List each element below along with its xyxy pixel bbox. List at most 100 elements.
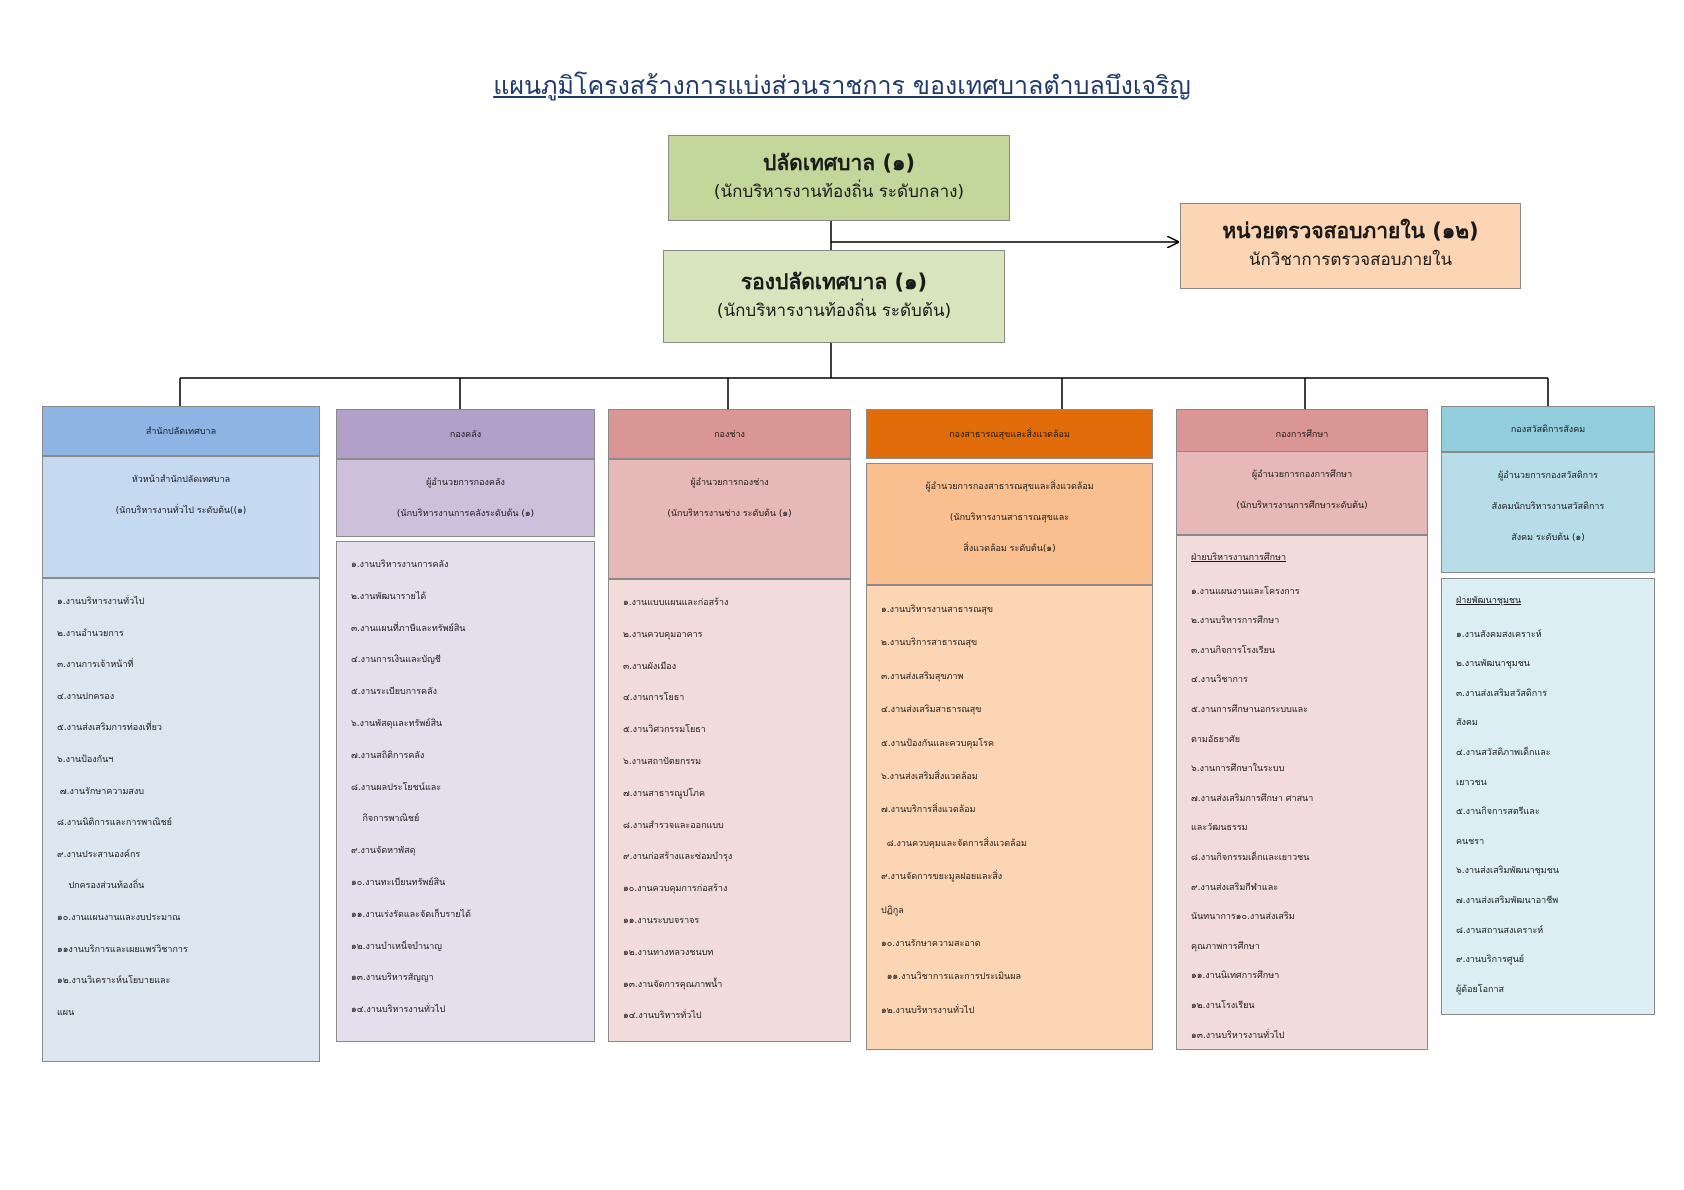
department-task-list: ฝ่ายบริหารงานการศึกษา๑.งานแผนงานและโครงก… — [1176, 535, 1428, 1050]
task-item: ๓.งานแผนที่ภาษีและทรัพย์สิน — [351, 623, 466, 634]
task-item: ๙.งานบริการศูนย์ — [1456, 955, 1525, 966]
task-item: ๑๑.งานระบบจราจร — [623, 915, 700, 926]
task-item: ๕.งานส่งเสริมการท่องเที่ยว — [57, 723, 162, 734]
task-item: กิจการพาณิชย์ — [351, 814, 420, 825]
municipal-clerk-title: ปลัดเทศบาล (๑) — [762, 151, 915, 175]
department-task-list: ๑.งานแบบแผนและก่อสร้าง๒.งานควบคุมอาคาร๓.… — [608, 579, 851, 1042]
task-item: ๑๔.งานบริหารงานทั่วไป — [351, 1005, 446, 1016]
department-task-list: ฝ่ายพัฒนาชุมชน๑.งานสังคมสงเคราะห์๒.งานพั… — [1441, 578, 1655, 1015]
task-item: ๗.งานสาธารณูปโภค — [623, 788, 706, 799]
task-item: ๓.งานผังเมือง — [623, 661, 677, 672]
task-item: ๒.งานควบคุมอาคาร — [623, 629, 703, 640]
task-item: ๓.งานส่งเสริมสวัสดิการ — [1456, 688, 1548, 699]
task-item: ๖.งานการศึกษาในระบบ — [1191, 764, 1285, 775]
task-item: ๙.งานก่อสร้างและซ่อมบำรุง — [623, 852, 733, 863]
task-item: ๗.งานส่งเสริมการศึกษา ศาสนา — [1191, 793, 1314, 804]
department-header: กองสวัสดิการสังคม — [1441, 406, 1655, 452]
department-manager-line: (นักบริหารงานการคลังระดับต้น (๑) — [396, 509, 535, 519]
task-item: ๖.งานป้องกันฯ — [57, 754, 114, 765]
department-manager-box: ผู้อำนวยการกองการศึกษา(นักบริหารงานการศึ… — [1176, 451, 1428, 535]
task-item: ๒.งานบริการสาธารณสุข — [881, 638, 978, 649]
task-item: ๑.งานบริหารงานทั่วไป — [57, 597, 145, 607]
department-manager-line: สังคมนักบริหารงานสวัสดิการ — [1491, 502, 1605, 512]
task-item: ๒.งานพัฒนารายได้ — [351, 591, 427, 602]
deputy-clerk-title: รองปลัดเทศบาล (๑) — [740, 270, 928, 294]
chart-title: แผนภูมิโครงสร้างการแบ่งส่วนราชการ ของเทศ… — [493, 71, 1191, 100]
deputy-clerk-subtitle: (นักบริหารงานท้องถิ่น ระดับต้น) — [716, 301, 952, 321]
department-manager-box: ผู้อำนวยการกองสาธารณสุขและสิ่งแวดล้อม (นั… — [866, 463, 1153, 585]
task-item: ปกครองส่วนท้องถิ่น — [57, 881, 145, 892]
task-item: ๕.งานระเบียบการคลัง — [351, 687, 437, 698]
task-item: ๔.งานสวัสดิภาพเด็กและ — [1456, 747, 1551, 758]
department-header: กองช่าง — [608, 409, 851, 459]
task-item: ๑.งานบริหารงานสาธารณสุข — [881, 605, 994, 615]
task-item: ๓.งานกิจการโรงเรียน — [1191, 645, 1276, 656]
department-manager-line: ผู้อำนวยการกองสาธารณสุขและสิ่งแวดล้อม — [925, 482, 1094, 492]
task-item: ๗.งานรักษาความสงบ — [57, 786, 145, 797]
task-item: ๓.งานส่งเสริมสุขภาพ — [881, 671, 964, 682]
task-item: ๘.งานนิติการและการพาณิชย์ — [57, 818, 172, 829]
department-manager-line: ผู้อำนวยการกองสวัสดิการ — [1497, 471, 1599, 481]
task-item: ๙.งานจัดการขยะมูลฝอยและสิ่ง — [881, 872, 1003, 883]
task-item: ๗.งานส่งเสริมพัฒนาอาชีพ — [1456, 895, 1559, 906]
department-manager-box: ผู้อำนวยการกองสวัสดิการสังคมนักบริหารงาน… — [1441, 452, 1655, 573]
task-item: ๘.งานสำรวจและออกแบบ — [623, 820, 724, 831]
department-manager-line: สิ่งแวดล้อม ระดับต้น(๑) — [963, 544, 1056, 554]
department-manager-line: (นักบริหารงานการศึกษาระดับต้น) — [1236, 501, 1368, 511]
task-item: ๒.งานอำนวยการ — [57, 628, 124, 639]
task-item: ๔.งานการเงินและบัญชี — [351, 655, 441, 666]
task-item: ๑.งานสังคมสงเคราะห์ — [1456, 629, 1542, 640]
task-item: ๓.งานการเจ้าหน้าที่ — [57, 660, 134, 671]
task-item: ๑๒.งานวิเคราะห์นโยบายและ — [57, 976, 171, 987]
task-item: ๔.งานการโยธา — [623, 693, 685, 704]
municipal-clerk-subtitle: (นักบริหารงานท้องถิ่น ระดับกลาง) — [713, 182, 965, 202]
task-item: ๑๒.งานโรงเรียน — [1191, 1000, 1255, 1011]
task-item: ๗.งานบริการสิ่งแวดล้อม — [881, 805, 976, 816]
department-task-list: ๑.งานบริหารงานสาธารณสุข๒.งานบริการสาธารณ… — [866, 585, 1153, 1050]
task-item: ๑๓.งานบริหารงานทั่วไป — [1191, 1030, 1285, 1041]
task-item: ปฏิกูล — [881, 905, 904, 916]
department-manager-box: หัวหน้าสำนักปลัดเทศบาล (นักบริหารงานทั่วไ… — [42, 456, 320, 578]
task-item: ๖.งานส่งเสริมสิ่งแวดล้อม — [881, 772, 978, 783]
department-manager-line: หัวหน้าสำนักปลัดเทศบาล — [131, 475, 231, 485]
task-item: ๑๒.งานบริหารงานทั่วไป — [881, 1005, 975, 1016]
internal-audit-title: หน่วยตรวจสอบภายใน (๑๒) — [1222, 219, 1479, 243]
task-item: ๑๐.งานควบคุมการก่อสร้าง — [623, 884, 728, 895]
task-item: และวัฒนธรรม — [1191, 823, 1248, 834]
task-item: ๒.งานพัฒนาชุมชน — [1456, 659, 1530, 670]
task-item: แผน — [57, 1007, 75, 1018]
task-item: ๑๐.งานทะเบียนทรัพย์สิน — [351, 877, 446, 888]
task-item: ๑๑งานบริการและเผยแพร่วิชาการ — [57, 944, 188, 955]
task-item: ตามอัธยาศัย — [1191, 734, 1241, 745]
department-header: กองสาธารณสุขและสิ่งแวดล้อม — [866, 409, 1153, 459]
task-item: ๑๑.งานวิชาการและการประเมินผล — [881, 972, 1021, 983]
department-manager-box: ผู้อำนวยการกองช่าง(นักบริหารงานช่าง ระดั… — [608, 459, 851, 579]
task-item: ๔.งานวิชาการ — [1191, 675, 1248, 686]
task-item: ๖.งานส่งเสริมพัฒนาชุมชน — [1456, 866, 1559, 877]
department-manager-line: ผู้อำนวยการกองคลัง — [426, 478, 505, 488]
task-item: ๑๐.งานแผนงานและงบประมาณ — [57, 912, 181, 923]
task-item: ๕.งานวิศวกรรมโยธา — [623, 725, 706, 736]
task-item: ๕.งานป้องกันและควบคุมโรค — [881, 738, 994, 749]
task-item: ๘.งานผลประโยชน์และ — [351, 782, 442, 793]
task-item: ๘.งานกิจกรรมเด็กและเยาวชน — [1191, 852, 1310, 863]
task-item: ๑๔.งานบริหารทั่วไป — [623, 1011, 702, 1022]
task-item: ๕.งานการศึกษานอกระบบและ — [1191, 704, 1309, 715]
section-heading: ฝ่ายบริหารงานการศึกษา — [1191, 553, 1287, 563]
task-item: ๑๑.งานนิเทศการศึกษา — [1191, 971, 1280, 982]
municipal-clerk-box: ปลัดเทศบาล (๑) (นักบริหารงานท้องถิ่น ระด… — [668, 135, 1010, 221]
task-item: ๗.งานสถิติการคลัง — [351, 750, 425, 761]
task-item: ผู้ด้อยโอกาส — [1456, 984, 1505, 995]
department-header: สำนักปลัดเทศบาล — [42, 406, 320, 456]
task-item: นันทนาการ๑๐.งานส่งเสริม — [1191, 912, 1295, 923]
department-manager-line: (นักบริหารงานทั่วไป ระดับต้น((๑) — [115, 506, 247, 516]
task-item: ๘.งานสถานสงเคราะห์ — [1456, 925, 1544, 936]
task-item: ๙.งานประสานองค์กร — [57, 849, 141, 860]
department-manager-line: (นักบริหารงานสาธารณสุขและ — [949, 513, 1070, 523]
department-manager-line: (นักบริหารงานช่าง ระดับต้น (๑) — [667, 509, 792, 519]
task-item: คนชรา — [1456, 836, 1485, 847]
department-header: กองคลัง — [336, 409, 595, 459]
task-item: ๑.งานแบบแผนและก่อสร้าง — [623, 598, 729, 608]
task-item: ๑.งานแผนงานและโครงการ — [1191, 586, 1300, 597]
